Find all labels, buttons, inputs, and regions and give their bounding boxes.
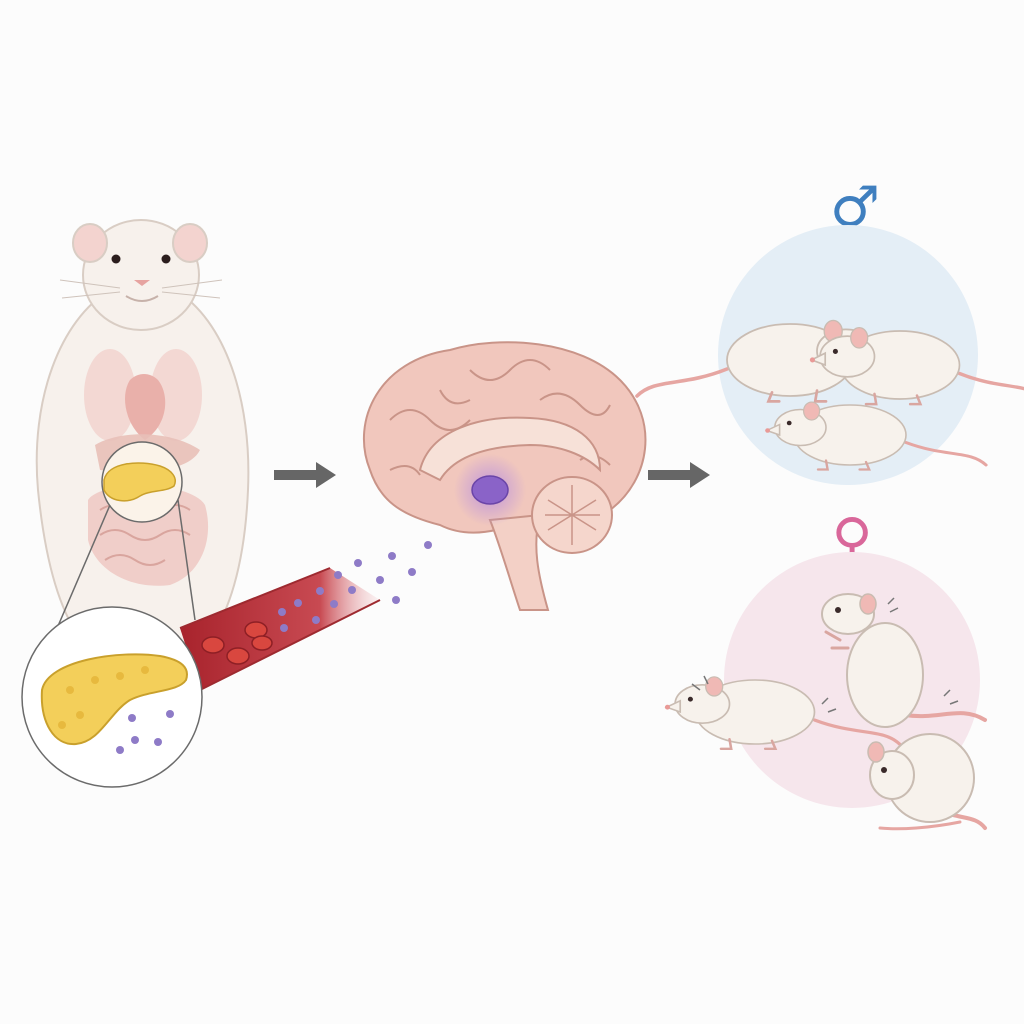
molecule (348, 586, 356, 594)
molecule (334, 571, 342, 579)
callout-line (51, 504, 111, 641)
rat-anatomy-icon (35, 219, 250, 651)
molecule (354, 559, 362, 567)
pancreas-icon (40, 653, 188, 746)
hormone-molecules (278, 512, 460, 632)
target-region (471, 475, 509, 505)
molecule (280, 624, 288, 632)
red-blood-cell (226, 647, 250, 665)
rat-icon (867, 733, 987, 831)
molecule (278, 608, 286, 616)
blood-vessel-icon (179, 567, 381, 691)
female-group: ♀ (663, 507, 987, 831)
arrow-right-icon (274, 462, 336, 488)
brain-icon (362, 341, 647, 611)
red-blood-cell (251, 635, 273, 651)
arrow-right-icon (648, 462, 710, 488)
molecule (376, 576, 384, 584)
molecule (294, 599, 302, 607)
molecule (316, 587, 324, 595)
molecule (408, 568, 416, 576)
rat-anatomy-figure (35, 219, 250, 651)
callout-line (177, 499, 196, 621)
molecule (392, 596, 400, 604)
red-blood-cell (201, 636, 225, 654)
rat-icon (821, 593, 987, 728)
molecule (330, 600, 338, 608)
molecule (388, 552, 396, 560)
pancreas-zoom-inset (21, 606, 203, 788)
male-group: ♂ (635, 175, 1024, 485)
pancreas-icon (103, 462, 176, 502)
molecule (312, 616, 320, 624)
motion-marks (691, 597, 959, 713)
molecule (424, 541, 432, 549)
